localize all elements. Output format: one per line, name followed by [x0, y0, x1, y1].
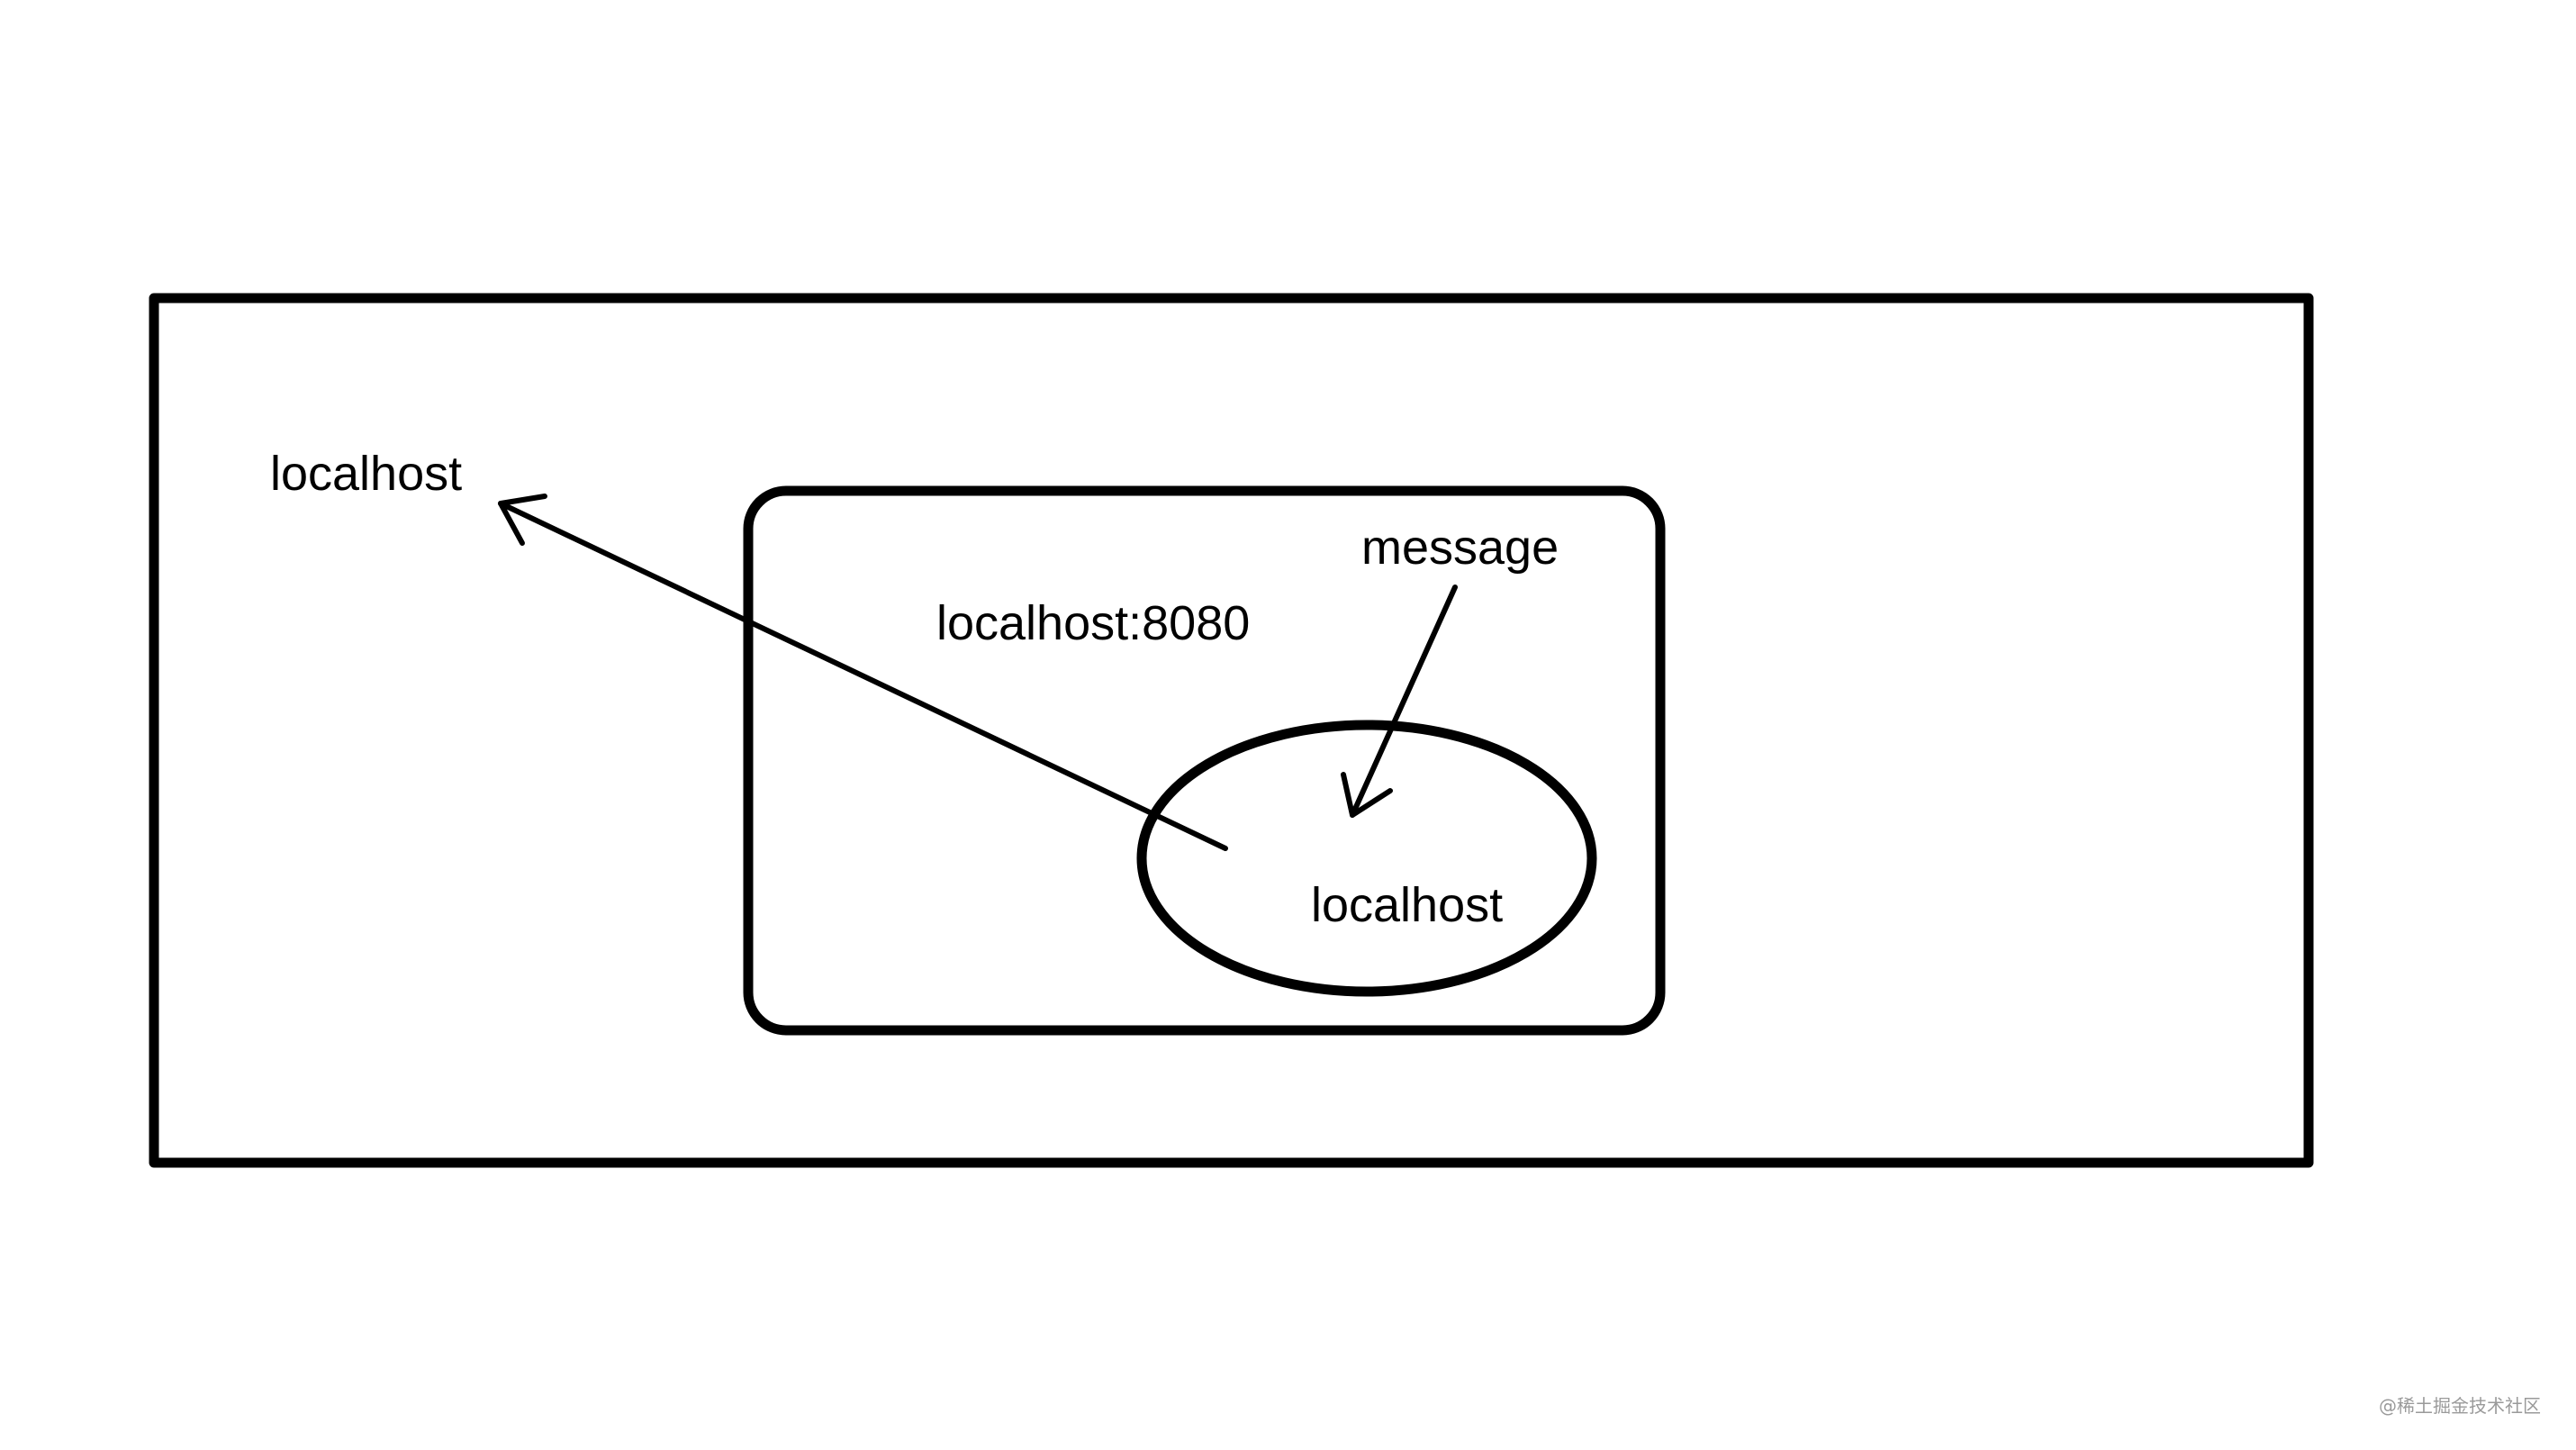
arrow-message-to-ellipse-shaft	[1350, 585, 1458, 818]
arrow-message-to-ellipse	[1341, 585, 1458, 818]
inner-frame-box	[743, 485, 1666, 1036]
message-label: message	[1361, 521, 1559, 575]
watermark-text: @稀土掘金技术社区	[2379, 1395, 2541, 1417]
inner-box-localhost-8080-label: localhost:8080	[936, 596, 1250, 650]
arrow-to-outer-localhost-shaft	[498, 501, 1228, 851]
arrow-to-outer-localhost-head	[498, 494, 547, 546]
arrow-to-outer-localhost	[498, 494, 1228, 851]
outer-localhost-label: localhost	[270, 447, 462, 501]
inner-ellipse	[1136, 720, 1597, 997]
outer-window-box	[149, 293, 2314, 1168]
ellipse-localhost-label: localhost	[1311, 878, 1503, 932]
arrow-message-to-ellipse-head	[1341, 772, 1393, 818]
